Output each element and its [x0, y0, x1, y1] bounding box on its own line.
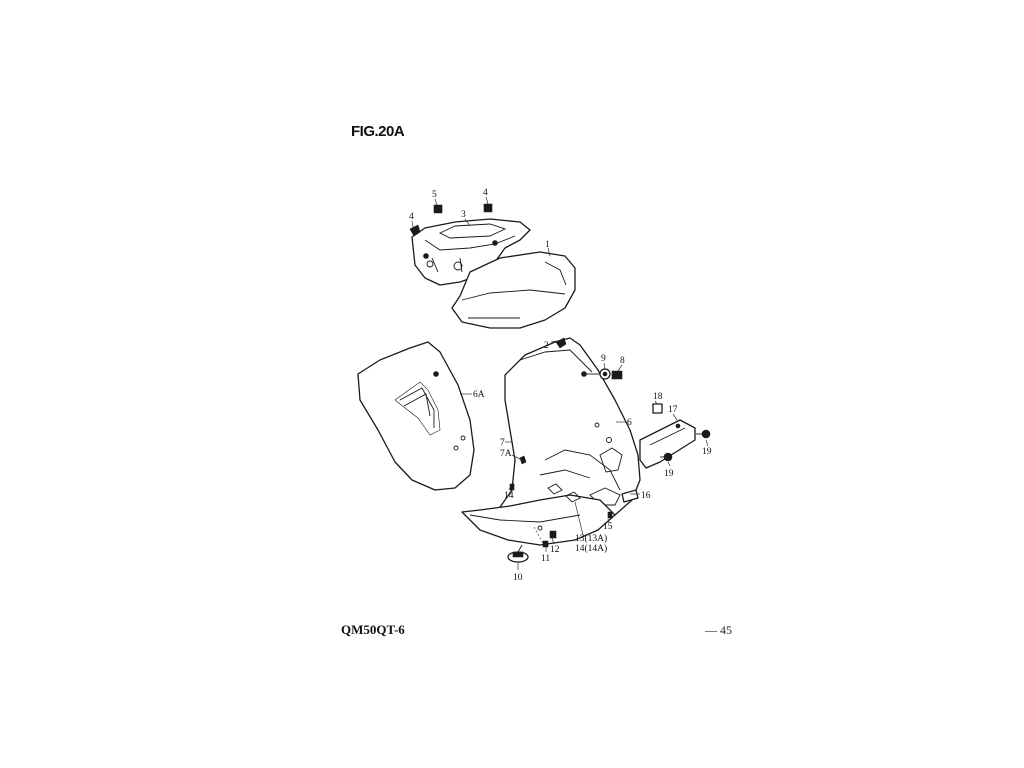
- callout-16: 16: [641, 491, 651, 501]
- callout-8: 8: [620, 356, 625, 366]
- model-number: QM50QT-6: [341, 622, 405, 637]
- callout-10: 10: [513, 573, 523, 583]
- page-number: — 45: [705, 623, 732, 637]
- part-6-front-cover: [497, 337, 641, 533]
- callout-6a: 6A: [473, 390, 485, 400]
- callout-labels: 1 2 3 4 4 5 6 6A 7 7A 8 9 10 11 12 13(13…: [409, 188, 712, 583]
- part-7-leg-shield: [461, 494, 616, 546]
- part-17-bracket: [639, 419, 696, 469]
- part-6a-inner-cover: [357, 341, 475, 491]
- figure-title: FIG.20A: [351, 123, 405, 140]
- callout-17: 17: [668, 405, 678, 415]
- fasteners: [409, 203, 711, 563]
- callout-2: 2: [544, 341, 549, 351]
- part-1-front-upper-cover: [451, 251, 576, 329]
- part-16-clip: [621, 489, 639, 503]
- callout-3: 3: [461, 210, 466, 220]
- callout-12: 12: [550, 545, 560, 555]
- callout-18: 18: [653, 392, 663, 402]
- callout-15: 15: [603, 522, 613, 532]
- callout-4-top: 4: [483, 188, 488, 198]
- callout-7: 7: [500, 438, 505, 448]
- leader-lines: [411, 196, 709, 570]
- callout-9: 9: [601, 354, 606, 364]
- callout-14-small: 14: [504, 491, 514, 501]
- part-13-14-grill: [547, 483, 584, 536]
- callout-6: 6: [627, 418, 632, 428]
- callout-7a: 7A: [500, 449, 512, 459]
- callout-14: 14(14A): [575, 543, 607, 554]
- callout-5: 5: [432, 190, 437, 200]
- callout-13: 13(13A): [575, 533, 607, 544]
- callout-4-left: 4: [409, 212, 414, 222]
- callout-11: 11: [541, 554, 550, 564]
- part-18-nut: [652, 403, 663, 414]
- callout-19-right: 19: [702, 447, 712, 457]
- callout-19-lower: 19: [664, 469, 674, 479]
- callout-1: 1: [545, 240, 550, 250]
- part-3-handle-cover: [411, 218, 531, 286]
